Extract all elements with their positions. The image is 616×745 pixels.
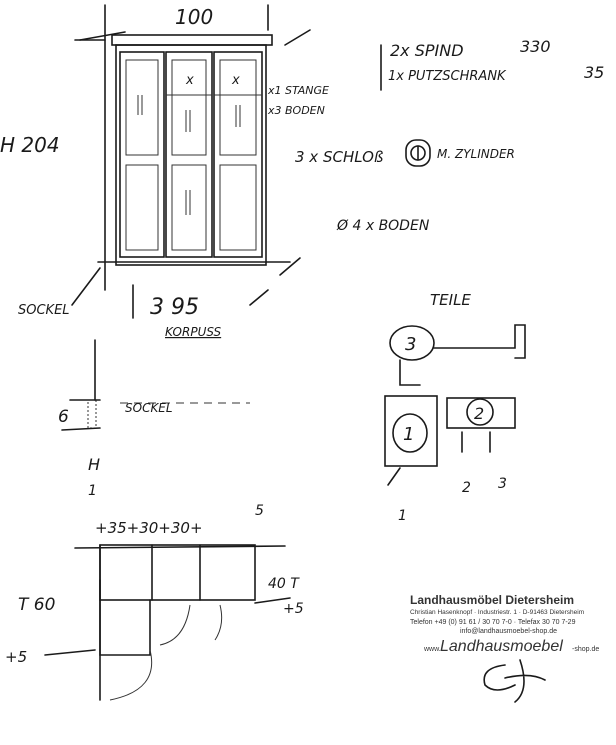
- note-spind: 2x SPIND: [390, 41, 464, 60]
- signature: [483, 659, 546, 703]
- sockel-height: 6: [58, 407, 69, 427]
- part-number: 3: [498, 476, 507, 492]
- stamp-email: info@landhausmoebel-shop.de: [460, 628, 557, 635]
- part-label: 3: [405, 334, 416, 355]
- stange-note: x1 STANGE: [267, 84, 329, 97]
- height-label: H 204: [0, 133, 60, 157]
- lock-cylinder-icon: [405, 139, 431, 167]
- stamp-phone: Telefon +49 (0) 91 61 / 30 70 7-0 · Tele…: [410, 619, 576, 626]
- plan-depth-right: 40 T: [268, 576, 300, 592]
- plan-depth-left: T 60: [18, 595, 55, 615]
- sockel-number: 1: [88, 483, 97, 499]
- part-number: 2: [462, 480, 471, 496]
- note-putzschrank-value: 35: [584, 63, 604, 82]
- parts-diagram: TEILE 3 1 2 1 2 3: [384, 291, 526, 524]
- stamp-web-suffix: -shop.de: [572, 646, 599, 653]
- notes: 2x SPIND 330 1x PUTZSCHRANK 35 3 x SCHLO…: [295, 37, 604, 234]
- plan-left-offset: +5: [5, 648, 27, 666]
- plan-right-offset: +5: [283, 601, 304, 617]
- sockel-detail-label: SOCKEL: [125, 401, 173, 415]
- parts-title: TEILE: [430, 291, 471, 309]
- stamp-company: Landhausmöbel Dietersheim: [410, 593, 574, 607]
- sockel-label: SOCKEL: [18, 303, 70, 318]
- width-top-label: 100: [175, 5, 213, 29]
- door-mark: x: [231, 73, 240, 88]
- stamp-web-script: Landhausmoebel: [440, 638, 563, 655]
- boden3-note: x3 BODEN: [267, 104, 325, 117]
- note-spind-value: 330: [520, 37, 551, 56]
- door-mark: x: [185, 73, 194, 88]
- sockel-mark: H: [88, 455, 100, 474]
- sockel-detail: 6 SOCKEL H 1: [58, 339, 250, 499]
- note-putzschrank: 1x PUTZSCHRANK: [388, 69, 507, 84]
- stamp-address: Christian Hasenknopf · Industriestr. 1 ·…: [410, 609, 584, 616]
- plan-top-offset: 5: [255, 503, 264, 519]
- part-label: 2: [474, 404, 484, 423]
- note-zylinder: M. ZYLINDER: [437, 147, 515, 161]
- note-schloss: 3 x SCHLOß: [295, 148, 383, 166]
- floor-plan: +35+30+30+ 5 T 60 40 T +5 +5: [5, 503, 304, 701]
- korpus-label: KORPUSS: [165, 325, 222, 339]
- cabinet-elevation: 100 x x H 204 SOCKEL 3 95 KORPUSS x1 STA…: [0, 4, 329, 339]
- company-stamp: Landhausmöbel Dietersheim Christian Hase…: [410, 593, 599, 703]
- stamp-web-prefix: www.: [423, 646, 441, 653]
- korpus-width: 3 95: [150, 295, 199, 320]
- plan-widths: +35+30+30+: [95, 519, 203, 537]
- part-label: 1: [403, 424, 414, 445]
- note-boden4: Ø 4 x BODEN: [336, 218, 430, 234]
- part-number: 1: [398, 508, 407, 524]
